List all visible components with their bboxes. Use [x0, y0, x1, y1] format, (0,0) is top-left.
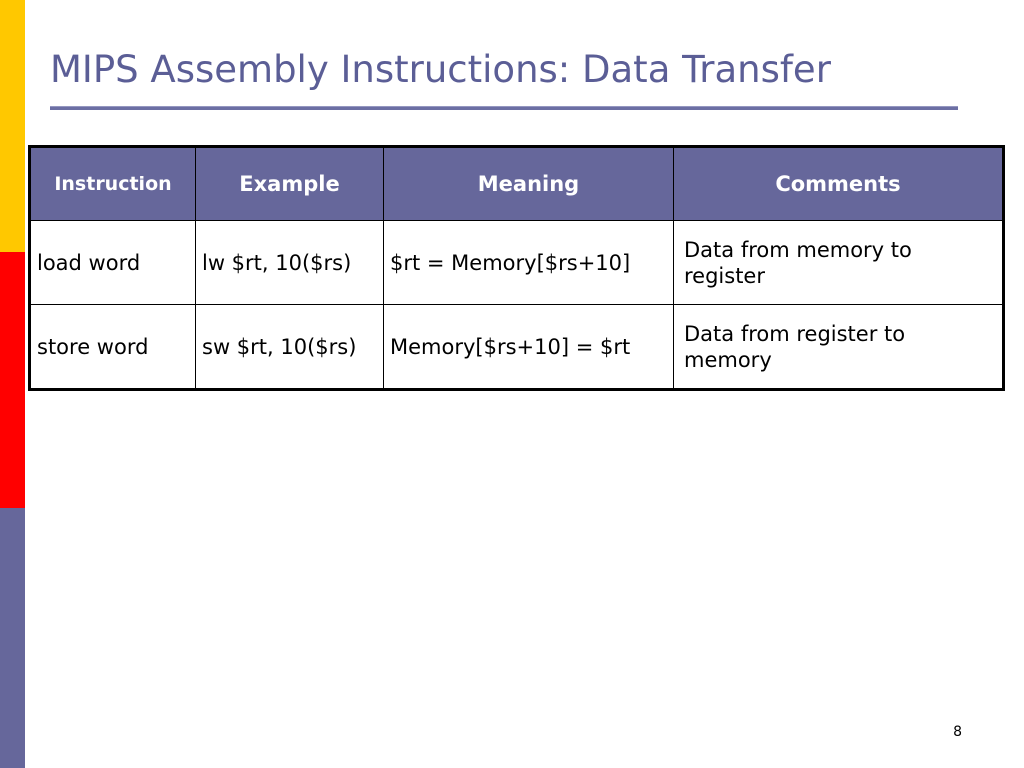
- column-header-instruction: Instruction: [29, 146, 196, 221]
- column-header-meaning: Meaning: [383, 146, 674, 221]
- title-divider: [50, 106, 958, 110]
- decorative-sidebar: [0, 0, 25, 768]
- cell-instruction: store word: [29, 304, 196, 390]
- title-area: MIPS Assembly Instructions: Data Transfe…: [50, 48, 960, 110]
- yellow-band: [0, 0, 25, 252]
- page-number: 8: [953, 724, 962, 740]
- table-row: load word lw $rt, 10($rs) $rt = Memory[$…: [29, 220, 1004, 305]
- cell-example: lw $rt, 10($rs): [195, 220, 384, 305]
- page-title: MIPS Assembly Instructions: Data Transfe…: [50, 48, 831, 91]
- cell-meaning: $rt = Memory[$rs+10]: [383, 220, 674, 305]
- table-header-row: Instruction Example Meaning Comments: [29, 146, 1004, 221]
- cell-comments: Data from register to memory: [673, 304, 1004, 390]
- purple-band: [0, 508, 25, 768]
- instructions-table-wrapper: Instruction Example Meaning Comments loa…: [28, 145, 1005, 391]
- cell-example: sw $rt, 10($rs): [195, 304, 384, 390]
- column-header-example: Example: [195, 146, 384, 221]
- table-row: store word sw $rt, 10($rs) Memory[$rs+10…: [29, 304, 1004, 390]
- instructions-table: Instruction Example Meaning Comments loa…: [28, 145, 1005, 391]
- cell-meaning: Memory[$rs+10] = $rt: [383, 304, 674, 390]
- cell-instruction: load word: [29, 220, 196, 305]
- red-band: [0, 252, 25, 508]
- column-header-comments: Comments: [673, 146, 1004, 221]
- cell-comments: Data from memory to register: [673, 220, 1004, 305]
